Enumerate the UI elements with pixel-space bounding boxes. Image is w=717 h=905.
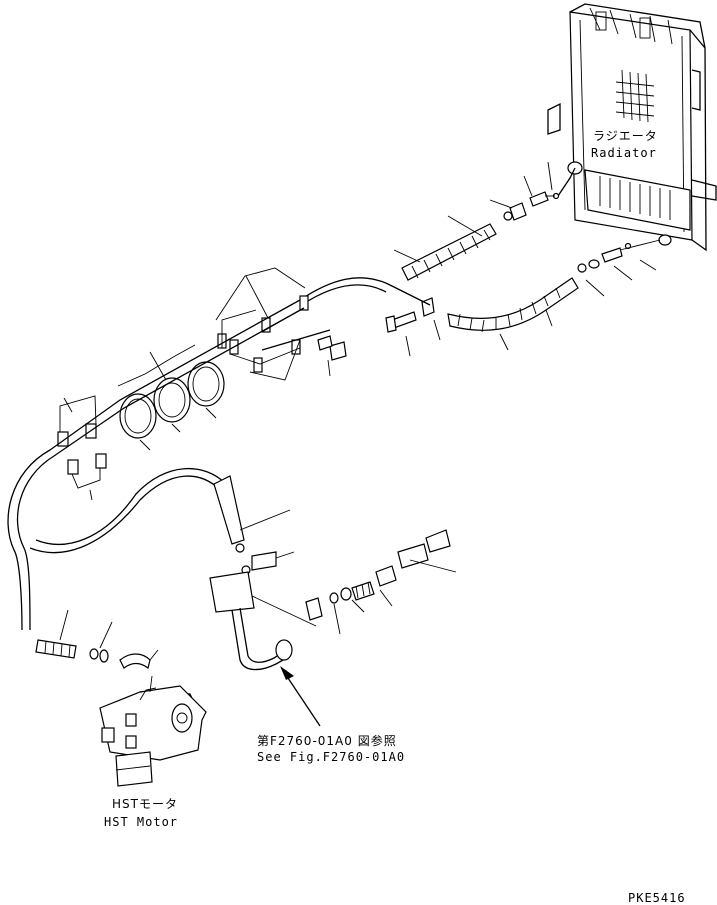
drawing-code: PKE5416	[628, 891, 686, 905]
radiator-label-en: Radiator	[591, 146, 657, 160]
radiator-core-grid-icon	[615, 69, 655, 123]
hst-motor-label-jp: HSTモータ	[112, 797, 178, 811]
hst-motor: HSTモータ HST Motor	[99, 675, 207, 829]
upper-fittings	[385, 167, 661, 333]
center-hose: 第F2760-01A0 図参照 See Fig.F2760-01A0	[209, 475, 457, 764]
hst-motor-label-en: HST Motor	[104, 815, 178, 829]
return-tube	[7, 299, 305, 631]
reference-label-jp: 第F2760-01A0 図参照	[257, 733, 397, 748]
radiator-label-jp: ラジエータ	[593, 129, 658, 143]
callout-lines	[327, 161, 657, 377]
hose-bands	[117, 344, 225, 451]
reference-label-en: See Fig.F2760-01A0	[257, 750, 405, 764]
lower-left-fittings	[35, 609, 159, 670]
radiator: ラジエータ Radiator	[547, 3, 717, 252]
